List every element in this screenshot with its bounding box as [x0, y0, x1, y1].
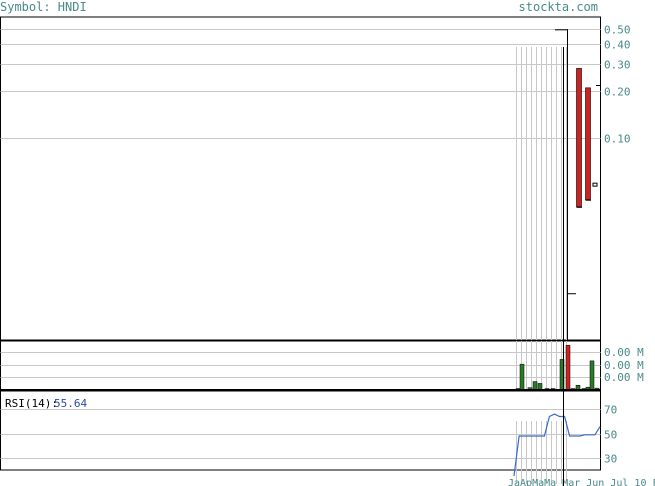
rsi-frame [0, 390, 601, 471]
x-axis: JaApMaMa Mar Jun Jul 10 Feb 12 Jun [508, 47, 655, 486]
volume-tick-label: 0.00 M [604, 346, 644, 359]
rsi-value: 55.64 [54, 397, 87, 410]
rsi-tick-label: 70 [604, 404, 617, 417]
x-tick-labels: JaApMaMa Mar Jun Jul 10 Feb 12 Jun [508, 478, 655, 486]
price-tick-label: 0.50 [604, 24, 631, 37]
volume-panel: 0.00 M0.00 M0.00 M [0, 340, 644, 391]
volume-bar [589, 360, 595, 391]
price-frame [0, 16, 601, 341]
volume-bar [565, 345, 571, 391]
rsi-line [513, 413, 601, 477]
volume-tick-label: 0.00 M [604, 359, 644, 372]
price-tick-label: 0.20 [604, 86, 631, 99]
price-tick-label: 0.40 [604, 39, 631, 52]
volume-bar [519, 363, 525, 391]
price-candle [576, 68, 582, 208]
volume-tick-label: 0.00 M [604, 371, 644, 384]
rsi-panel: RSI(14): 55.64 70 50 30 [0, 390, 617, 484]
rsi-label: RSI(14): [5, 397, 58, 410]
price-panel: 0.50 0.40 0.30 0.20 0.10 [0, 16, 631, 341]
volume-bar [532, 381, 538, 391]
price-candle [592, 182, 598, 187]
price-tick-label: 0.10 [604, 133, 631, 146]
rsi-tick-label: 30 [604, 453, 617, 466]
price-tick-label: 0.30 [604, 59, 631, 72]
brand-label: stockta.com [519, 0, 598, 14]
rsi-tick-label: 50 [604, 429, 617, 442]
price-candle [585, 87, 591, 201]
symbol-label: Symbol: HNDI [0, 0, 87, 14]
